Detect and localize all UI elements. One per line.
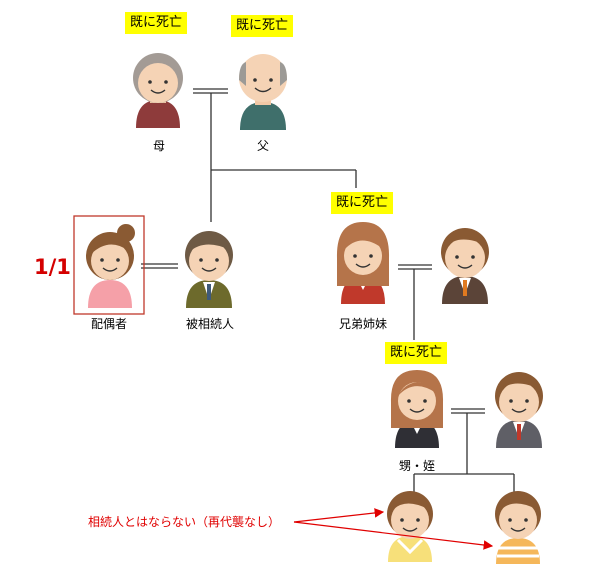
status-badge-nephew-niece: 既に死亡 [385, 342, 448, 364]
nephew-spouse-figure [495, 372, 543, 448]
spouse-label: 配偶者 [90, 317, 128, 331]
mother-figure [133, 53, 183, 128]
mother-label: 母 [152, 139, 166, 153]
father-figure [239, 54, 287, 130]
grand-nephew-figure [495, 491, 541, 564]
decedent-label: 被相続人 [185, 317, 235, 331]
status-badge-mother: 既に死亡 [125, 12, 188, 34]
decedent-figure [185, 231, 233, 308]
no-succession-note: 相続人とはならない（再代襲なし） [88, 515, 281, 529]
nephew-niece-label: 甥・姪 [398, 459, 436, 473]
grand-niece-figure [387, 491, 433, 562]
nephew-niece-figure [390, 370, 444, 448]
sibling-figure [336, 222, 390, 304]
spouse-highlight-box [73, 215, 145, 315]
father-label: 父 [256, 139, 270, 153]
status-badge-father: 既に死亡 [231, 15, 294, 37]
spouse-share-ratio: 1/1 [34, 255, 71, 279]
connector-lines [141, 88, 515, 492]
note-arrows [293, 508, 494, 550]
sibling-spouse-figure [441, 228, 489, 304]
sibling-label: 兄弟姉妹 [338, 317, 388, 331]
spouse-figure [86, 224, 135, 308]
status-badge-sibling: 既に死亡 [331, 192, 394, 214]
